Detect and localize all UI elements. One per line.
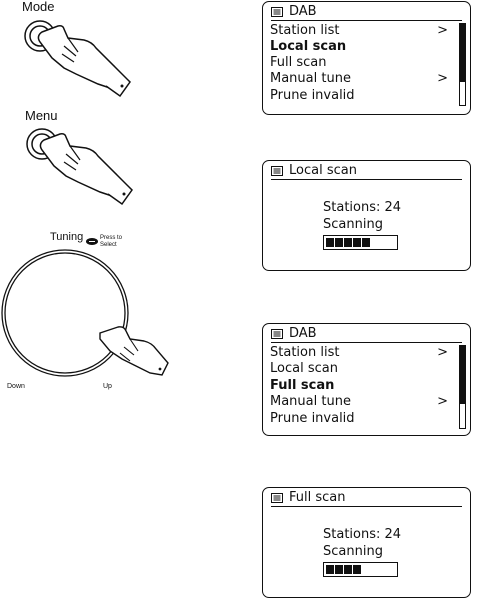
lcd-screen-dab-menu: DAB Station list > Local scan Full scan M… [262,1,471,115]
screen-title-bar: DAB [271,326,462,343]
menu-item-full-scan[interactable]: Full scan [270,378,450,394]
lcd-screen-dab-menu-full: DAB Station list > Local scan Full scan M… [262,323,471,436]
lcd-screen-local-scan: Local scan Stations: 24 Scanning [262,160,471,271]
menu-item-station-list[interactable]: Station list > [270,345,450,361]
scrollbar-thumb[interactable] [460,346,465,404]
progress-segment [326,565,334,574]
up-label: Up [103,383,112,390]
chevron-right-icon: > [437,71,450,87]
screen-title-bar: DAB [271,4,462,21]
scrollbar[interactable] [459,23,466,106]
menu-item-label: Station list [270,345,339,361]
scan-status: Scanning [323,544,383,560]
scrollbar[interactable] [459,345,466,429]
screen-title-bar: Full scan [271,490,462,507]
menu-item-manual-tune[interactable]: Manual tune > [270,394,450,410]
menu-item-arrow [448,361,450,377]
menu-item-arrow [448,378,450,394]
tuning-dial[interactable] [0,243,170,388]
progress-segment [344,238,352,247]
menu-item-label: Station list [270,23,339,39]
chevron-right-icon: > [437,23,450,39]
menu-item-local-scan[interactable]: Local scan [270,39,450,55]
menu-item-label: Manual tune [270,394,351,410]
progress-segment [353,565,361,574]
menu-list-icon [271,166,283,176]
menu-list-icon [271,7,283,17]
progress-segment [335,238,343,247]
chevron-right-icon: > [437,394,450,410]
screen-title: DAB [289,326,317,342]
progress-segment [362,238,370,247]
menu-item-label: Local scan [270,39,346,55]
mode-label: Mode [22,0,55,14]
menu-item-label: Full scan [270,55,327,71]
scan-progress-bar [323,235,398,250]
screen-title: Full scan [289,490,346,506]
menu-button-hand-icon[interactable] [20,124,140,208]
menu-item-label: Prune invalid [270,88,355,104]
menu-item-station-list[interactable]: Station list > [270,23,450,39]
menu-item-label: Local scan [270,361,338,377]
lcd-screen-full-scan: Full scan Stations: 24 Scanning [262,487,471,598]
press-to-label: Press to [100,235,122,242]
menu-item-arrow [448,39,450,55]
menu-item-arrow [448,55,450,71]
screen-title-bar: Local scan [271,163,462,180]
menu-item-prune-invalid[interactable]: Prune invalid [270,411,450,427]
menu-item-arrow [448,88,450,104]
menu-label: Menu [25,108,58,123]
progress-segment [344,565,352,574]
menu-list-icon [271,329,283,339]
menu-item-manual-tune[interactable]: Manual tune > [270,71,450,87]
scan-status: Scanning [323,217,383,233]
menu-item-prune-invalid[interactable]: Prune invalid [270,88,450,104]
progress-segment [353,238,361,247]
screen-title: Local scan [289,163,357,179]
scrollbar-thumb[interactable] [460,24,465,82]
menu-item-label: Prune invalid [270,411,355,427]
menu-item-label: Full scan [270,378,334,394]
stations-count: Stations: 24 [323,200,401,216]
menu-list-icon [271,493,283,503]
mode-button-hand-icon[interactable] [18,16,138,100]
menu-item-full-scan[interactable]: Full scan [270,55,450,71]
tuning-label: Tuning [50,231,83,243]
progress-segment [335,565,343,574]
scan-progress-bar [323,562,398,577]
down-label: Down [7,383,25,390]
stations-count: Stations: 24 [323,527,401,543]
menu-item-local-scan[interactable]: Local scan [270,361,450,377]
screen-title: DAB [289,4,317,20]
chevron-right-icon: > [437,345,450,361]
progress-segment [326,238,334,247]
menu-item-arrow [448,411,450,427]
menu-item-label: Manual tune [270,71,351,87]
